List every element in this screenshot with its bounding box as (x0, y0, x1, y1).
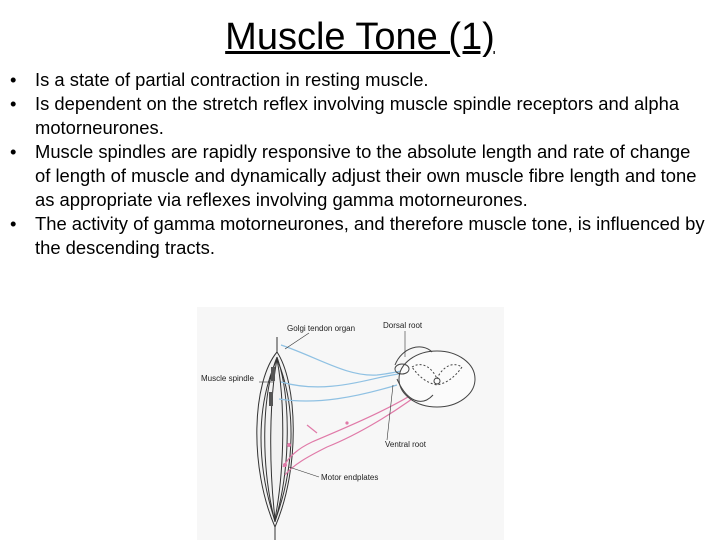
muscle-spindle (269, 367, 275, 406)
label-dorsal-root: Dorsal root (383, 321, 423, 330)
label-motor-endplates: Motor endplates (321, 473, 378, 482)
bullet-text: The activity of gamma motorneurones, and… (35, 213, 705, 258)
bullet-glyph: • (10, 69, 17, 90)
leader-lines (259, 331, 406, 478)
label-golgi-tendon-organ: Golgi tendon organ (287, 324, 355, 333)
bullet-glyph: • (10, 93, 17, 114)
bullet-glyph: • (10, 213, 17, 234)
ventral-root (396, 378, 434, 402)
bullet-item: • The activity of gamma motorneurones, a… (10, 212, 710, 260)
bullet-text: Is dependent on the stretch reflex invol… (35, 93, 680, 138)
muscle-illustration (256, 337, 294, 540)
label-muscle-spindle: Muscle spindle (201, 374, 254, 383)
bullet-item: • Muscle spindles are rapidly responsive… (10, 140, 710, 212)
diagram-svg: Golgi tendon organ Dorsal root Muscle sp… (197, 307, 504, 540)
label-ventral-root: Ventral root (385, 440, 427, 449)
stretch-reflex-diagram: Golgi tendon organ Dorsal root Muscle sp… (197, 307, 504, 540)
bullet-item: • Is a state of partial contraction in r… (10, 68, 710, 92)
diagram-background (197, 307, 504, 540)
slide-title: Muscle Tone (1) (225, 16, 495, 58)
bullet-text: Muscle spindles are rapidly responsive t… (35, 141, 697, 210)
motor-fibres (282, 380, 434, 476)
spinal-cord-section (394, 350, 476, 408)
bullet-text: Is a state of partial contraction in res… (35, 69, 429, 90)
bullet-item: • Is dependent on the stretch reflex inv… (10, 92, 710, 140)
bullet-glyph: • (10, 141, 17, 162)
bullet-list: • Is a state of partial contraction in r… (10, 68, 710, 260)
dorsal-root (394, 346, 433, 366)
motor-endplates (283, 421, 349, 467)
